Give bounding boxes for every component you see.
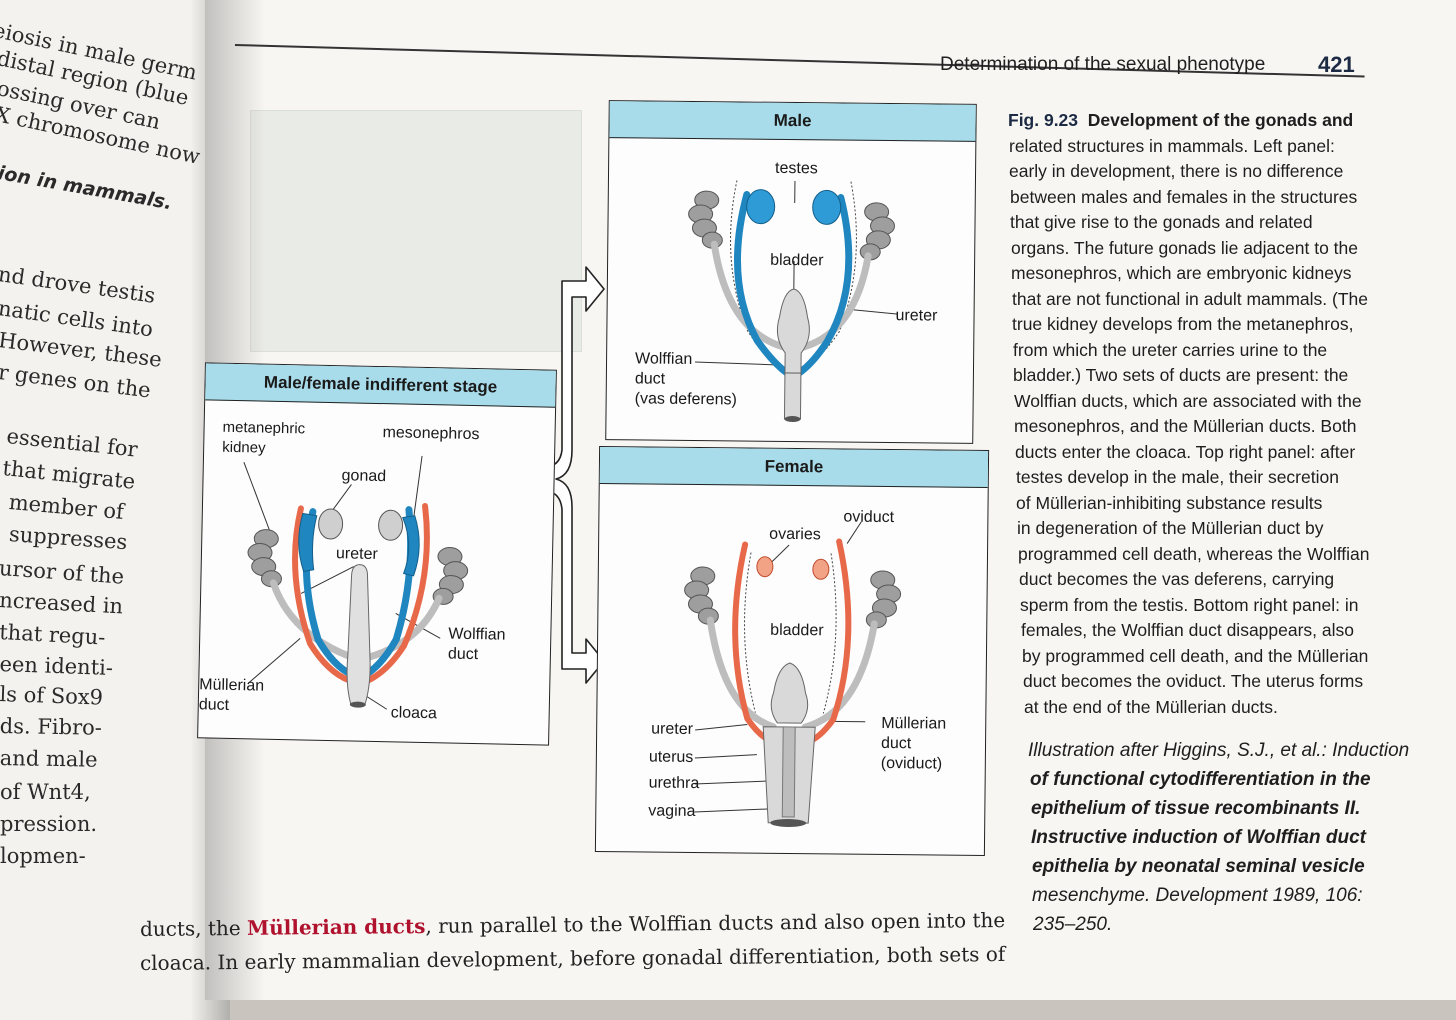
label-vas-deferens: (vas deferens) [635,389,737,409]
label-urethra: urethra [649,774,700,794]
label-testes: testes [775,159,818,178]
caption-line: between males and females in the structu… [1008,185,1428,211]
show-through-figure [250,110,582,352]
left-line: and male [0,746,98,772]
left-page-text: eiosis in male germ distal region (blue … [0,0,230,978]
caption-line: in degeneration of the Müllerian duct by [1008,516,1428,542]
caption-line: Wolffian ducts, which are associated wit… [1008,389,1428,415]
credit-line: Instructive induction of Wolffian duct [1028,823,1448,852]
left-line-heading: ion in mammals. [0,162,174,214]
caption-title: Development of the gonads and [1088,110,1353,130]
caption-line: duct becomes the oviduct. The uterus for… [1008,669,1428,695]
label-mullerian: Müllerian [881,714,946,734]
credit-line: mesenchyme. Development 1989, 106: [1028,881,1448,910]
label-uterus: uterus [649,748,694,767]
left-line: member of [8,490,125,524]
caption-line: bladder.) Two sets of ducts are present:… [1008,363,1428,389]
left-line: een identi- [0,652,113,680]
caption-line: by programmed cell death, and the Müller… [1008,644,1428,670]
caption-line: that are not functional in adult mammals… [1008,287,1428,313]
indifferent-stage-panel: Male/female indifferent stage [197,362,557,745]
label-bladder: bladder [770,251,824,271]
panel-title: Male/female indifferent stage [205,363,556,407]
caption-line: mesonephros, which are embryonic kidneys [1008,261,1428,287]
book-photo: eiosis in male germ distal region (blue … [0,0,1456,978]
female-panel: Female [595,446,989,856]
left-line: ds. Fibro- [0,714,102,740]
left-line: of Wnt4, [0,780,91,804]
label-wolffian-duct: duct [448,645,479,665]
label-oviduct-paren: (oviduct) [881,754,943,774]
body-text: ducts, the Müllerian ducts, run parallel… [140,912,1005,980]
panel-title: Male [609,101,975,142]
credit-line: of functional cytodifferentiation in the [1028,765,1448,794]
label-mesonephros: mesonephros [382,423,479,444]
label-wolffian: Wolffian [635,349,692,369]
running-head: Determination of the sexual phenotype [940,54,1265,76]
caption-line: true kidney develops from the metanephro… [1008,312,1428,338]
caption-line: sperm from the testis. Bottom right pane… [1008,593,1428,619]
page-number: 421 [1318,52,1355,78]
label-mullerian: Müllerian [199,675,264,695]
label-bladder: bladder [770,621,824,641]
label-cloaca: cloaca [390,703,437,723]
label-oviduct: oviduct [843,508,894,528]
figure-label: Fig. 9.23 [1008,110,1078,130]
caption-line: from which the ureter carries urine to t… [1008,338,1428,364]
left-line: ls of Sox9 [0,682,103,710]
left-line: ncreased in [0,588,124,618]
credit-line: epithelia by neonatal seminal vesicle [1028,852,1448,881]
figure-caption: Fig. 9.23 Development of the gonads and … [1008,108,1428,720]
label-mullerian-duct: duct [199,695,230,715]
left-line: lopmen- [0,844,86,868]
credit-line: 235–250. [1028,910,1448,939]
label-wolffian-duct: duct [635,369,665,388]
left-line: ursor of the [0,556,125,589]
left-line: that regu- [0,620,106,650]
label-ureter: ureter [336,544,378,564]
label-wolffian: Wolffian [448,625,506,645]
label-ureter: ureter [895,306,937,325]
label-metanephric: metanephric [222,418,305,439]
caption-line: testes develop in the male, their secret… [1008,465,1428,491]
caption-title-line: Fig. 9.23 Development of the gonads and [1008,108,1428,134]
male-panel: Male [605,100,977,444]
label-ovaries: ovaries [769,525,821,545]
caption-line: related structures in mammals. Left pane… [1008,134,1428,160]
caption-line: at the end of the Müllerian ducts. [1008,695,1428,721]
caption-line: that give rise to the gonads and related [1008,210,1428,236]
credit-line: epithelium of tissue recombinants II. [1028,794,1448,823]
label-vagina: vagina [648,802,695,821]
label-mullerian-duct: duct [881,734,911,753]
left-line: that migrate [1,456,136,494]
illustration-credit: Illustration after Higgins, S.J., et al.… [1028,736,1448,939]
left-line: suppresses [8,522,128,554]
caption-line: duct becomes the vas deferens, carrying [1008,567,1428,593]
left-line: essential for [5,424,138,462]
caption-line: mesonephros, and the Müllerian ducts. Bo… [1008,414,1428,440]
label-kidney: kidney [222,438,266,458]
label-ureter: ureter [651,720,693,739]
caption-line: organs. The future gonads lie adjacent t… [1008,236,1428,262]
label-gonad: gonad [341,466,386,486]
left-line: pression. [0,812,97,836]
caption-line: females, the Wolffian duct disappears, a… [1008,618,1428,644]
key-term: Müllerian ducts [247,914,426,940]
caption-line: ducts enter the cloaca. Top right panel:… [1008,440,1428,466]
credit-line: Illustration after Higgins, S.J., et al.… [1028,736,1448,765]
caption-line: programmed cell death, whereas the Wolff… [1008,542,1428,568]
panel-title: Female [600,447,988,488]
caption-line: early in development, there is no differ… [1008,159,1428,185]
caption-line: of Müllerian-inhibiting substance result… [1008,491,1428,517]
